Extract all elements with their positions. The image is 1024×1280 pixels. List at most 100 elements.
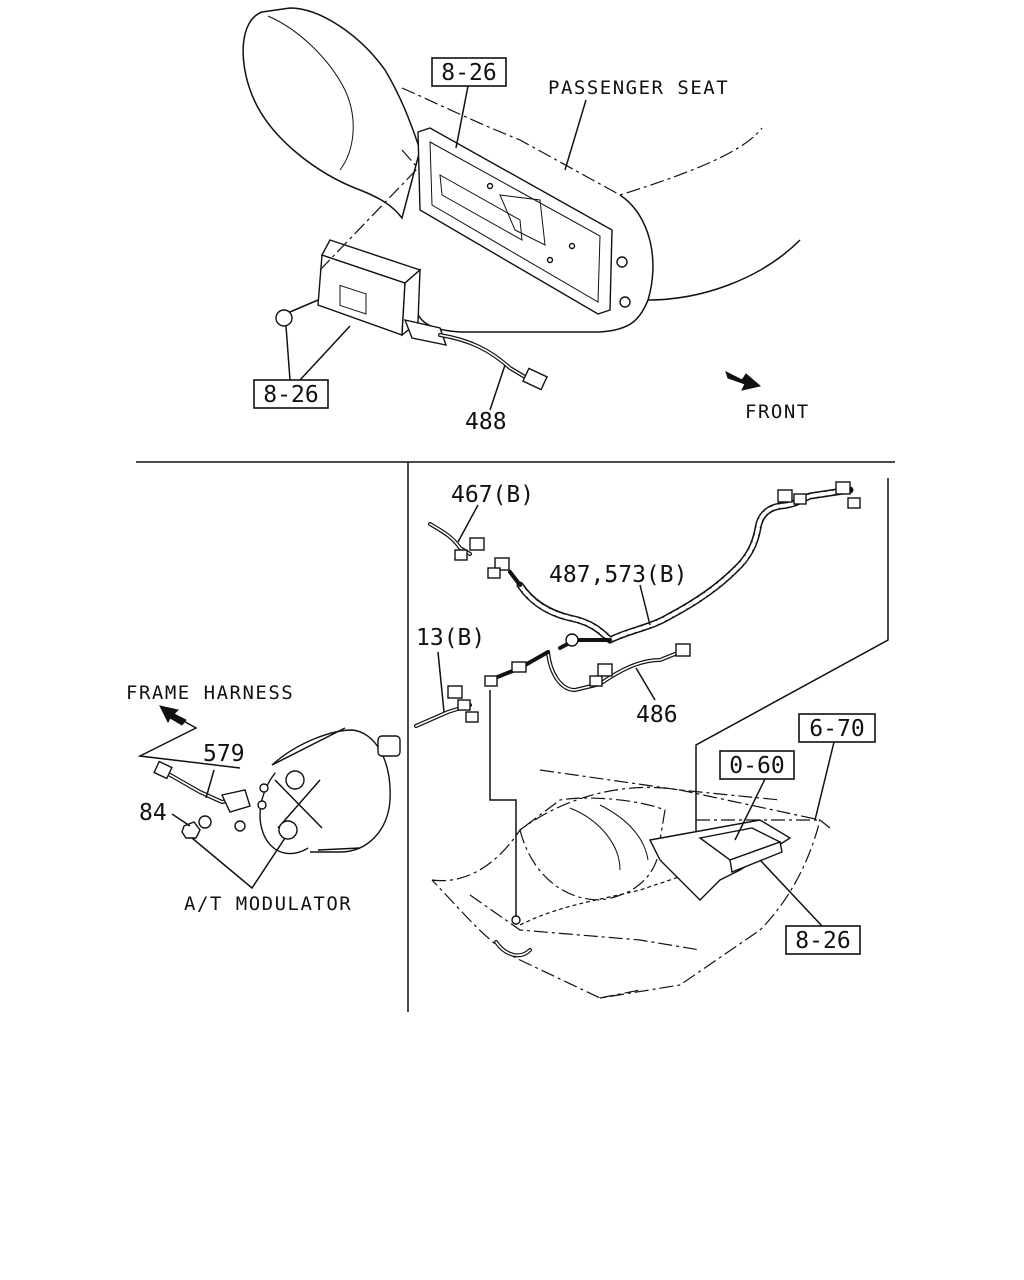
ref-box-826-lower — [253, 379, 329, 409]
ref-box-060 — [719, 750, 795, 780]
ref-box-826-lower-text: 8-26 — [263, 382, 318, 408]
bracket-bolt-2 — [619, 296, 631, 308]
assembly-line-2 — [401, 149, 419, 169]
mounting-bracket — [417, 127, 613, 315]
front-label: FRONT — [745, 401, 810, 423]
ref-box-670-text: 6-70 — [809, 716, 864, 742]
harness-grommet — [565, 633, 579, 647]
connector-13-a — [447, 685, 463, 699]
tank-ribs — [569, 804, 649, 871]
sensor-bolt-1 — [234, 820, 246, 832]
modulator-body-bottom — [317, 847, 361, 851]
modulator-stem — [377, 735, 401, 757]
connector-486-a — [675, 643, 691, 657]
harness-487-573-inner — [518, 488, 852, 642]
bracket-hole-2 — [568, 242, 576, 250]
tank-outline — [431, 786, 821, 999]
part-84-label: 84 — [139, 800, 167, 826]
connector-487-a — [494, 557, 510, 571]
bracket-slot-2 — [499, 194, 546, 246]
passenger-seat-label: PASSENGER SEAT — [548, 77, 729, 99]
ref-670-region — [696, 819, 831, 829]
connector-486-b — [597, 663, 613, 677]
nut-84 — [181, 821, 201, 839]
sensor-bolt-3 — [259, 783, 269, 793]
right-view: 6-70 0-60 8-26 467(B) 487,573(B) 13(B) 4… — [414, 478, 889, 999]
harness-488-inner — [439, 334, 531, 381]
harness-486-inner — [547, 651, 681, 691]
part-579-label: 579 — [203, 741, 245, 767]
connector-487-d — [793, 493, 807, 505]
ref-box-826-upper-text: 8-26 — [441, 60, 496, 86]
harness-467-inner — [429, 523, 471, 555]
seat-cushion-right — [647, 239, 801, 301]
connector-487-b — [487, 567, 501, 579]
ref-box-826-right — [785, 925, 861, 955]
seat-back-outline — [242, 7, 421, 220]
bracket-inner — [429, 141, 601, 303]
frame-harness-label: FRAME HARNESS — [126, 682, 294, 704]
modulator-port-2 — [278, 820, 298, 840]
seat-back-inner — [267, 15, 354, 171]
leader-at-modulator — [191, 837, 286, 890]
routing-line-left — [489, 690, 517, 920]
hose-inner — [495, 941, 531, 957]
connector-467-a — [469, 537, 485, 551]
leader-486 — [635, 667, 656, 701]
assembly-line — [319, 167, 419, 271]
frame-bracket — [648, 819, 792, 901]
bracket-slot-1 — [439, 174, 523, 241]
ref-box-670 — [798, 713, 876, 743]
ref-box-826-right-text: 8-26 — [795, 928, 850, 954]
frame-harness-leader — [137, 717, 241, 769]
sensor-bracket — [220, 789, 251, 813]
harness-579-plug — [153, 760, 173, 780]
at-modulator-label: A/T MODULATOR — [184, 893, 352, 915]
left-view: FRAME HARNESS 579 84 A/T MODULATOR — [126, 682, 401, 915]
leader-488 — [489, 364, 506, 411]
tank-upper — [539, 769, 781, 801]
tank-strap — [519, 869, 701, 926]
part-487-573b-label: 487,573(B) — [549, 562, 687, 588]
part-488-label: 488 — [465, 409, 507, 435]
bracket-bolt-1 — [616, 256, 628, 268]
unit-connector — [403, 319, 448, 346]
bracket-hole-1 — [486, 182, 494, 190]
control-unit-label — [339, 284, 367, 315]
screw-shank — [289, 299, 319, 313]
connector-487-f — [847, 497, 861, 509]
part-467b-label: 467(B) — [451, 482, 534, 508]
frame-rail — [469, 894, 701, 951]
leader-487 — [639, 584, 651, 626]
connector-486-c — [589, 675, 603, 687]
leader-13 — [437, 651, 445, 713]
harness-487-branch — [508, 570, 522, 587]
part-13b-label: 13(B) — [416, 625, 485, 651]
arrow-right-down-icon — [725, 371, 762, 391]
leader-060 — [734, 778, 766, 841]
top-view: 8-26 8-26 PASSENGER SEAT 488 FRONT — [242, 7, 810, 435]
harness-488-plug — [522, 367, 548, 391]
connector-13-b — [457, 699, 471, 711]
connector-486-d — [484, 675, 498, 687]
leader-826-upper — [455, 85, 469, 149]
harness-486 — [546, 650, 682, 692]
ref-box-060-text: 0-60 — [729, 753, 784, 779]
connector-486-e — [511, 661, 527, 673]
frame-lower — [599, 989, 641, 999]
screw-head — [275, 309, 293, 327]
leader-826-lower-a — [285, 325, 291, 381]
sensor-bolt-2 — [257, 800, 267, 810]
connector-13-c — [465, 711, 479, 723]
part-486-label: 486 — [636, 702, 678, 728]
control-module-side — [729, 841, 783, 873]
arrow-up-left-icon — [159, 705, 187, 726]
ref-box-826-upper — [431, 57, 507, 87]
harness-clip — [511, 915, 521, 925]
connector-487-e — [835, 481, 851, 495]
connector-467-b — [454, 549, 468, 561]
tank-body — [519, 797, 666, 901]
leader-84 — [171, 813, 191, 827]
routing-line-right — [695, 478, 889, 855]
leader-826-right — [759, 859, 823, 927]
